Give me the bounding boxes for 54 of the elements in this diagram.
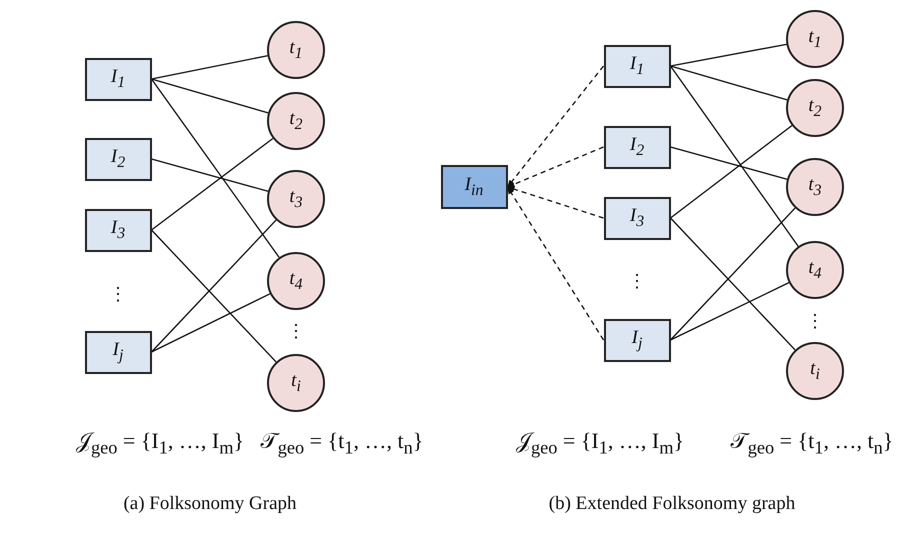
node-label: I$_{2}$ (110, 146, 126, 172)
ellipsis: ⋮ (806, 312, 824, 330)
node-label: t$_{1}$ (289, 37, 303, 63)
set-formula: 𝒥$_{geo}$ = {I$_{1}$, …, I$_{m}$} (76, 430, 244, 457)
node-label: t$_{i}$ (810, 358, 820, 384)
item-box (84, 330, 152, 374)
dashed-arrow (507, 146, 604, 188)
node-label: I$_{in}$ (464, 174, 484, 200)
connector-line (151, 55, 268, 80)
input-item-box (440, 165, 508, 209)
node-label: t$_{1}$ (808, 26, 822, 52)
connector-line (151, 138, 274, 231)
node-label: I$_{3}$ (630, 205, 644, 231)
node-label: I$_{1}$ (110, 66, 126, 92)
connector-line (670, 146, 788, 180)
node-label: t$_{2}$ (808, 95, 822, 121)
set-formula: 𝒯$_{geo}$ = {t$_{1}$, …, t$_{n}$} (260, 430, 424, 457)
item-box (84, 208, 152, 252)
item-box (604, 44, 670, 88)
dashed-arrow (507, 66, 604, 188)
item-box (604, 126, 670, 168)
node-label: t$_{2}$ (289, 108, 303, 134)
node-label: t$_{3}$ (808, 174, 822, 200)
connector-line (151, 158, 268, 192)
ellipsis: ⋮ (109, 285, 127, 303)
item-box (84, 138, 152, 180)
node-label: I$_{j}$ (632, 327, 642, 353)
node-label: I$_{2}$ (630, 134, 644, 160)
connector-line (670, 282, 790, 341)
connector-line (670, 125, 792, 219)
figure-caption: (b) Extended Folksonomy graph (548, 494, 796, 513)
connector-line (150, 78, 280, 258)
connector-line (670, 44, 787, 67)
node-label: t$_{4}$ (808, 257, 822, 283)
node-label: t$_{3}$ (289, 186, 303, 212)
connector-line (151, 293, 270, 353)
item-box (84, 58, 152, 100)
node-label: t$_{4}$ (289, 268, 303, 294)
node-label: I$_{3}$ (110, 217, 126, 243)
ellipsis: ⋮ (628, 272, 646, 290)
connector-line (670, 66, 799, 247)
dashed-arrow (507, 186, 604, 219)
item-box (604, 196, 670, 240)
connector-line (151, 78, 268, 114)
node-label: t$_{i}$ (291, 370, 301, 396)
ellipsis: ⋮ (287, 322, 305, 340)
node-label: I$_{j}$ (112, 339, 124, 365)
set-formula: 𝒯$_{geo}$ = {t$_{1}$, …, t$_{n}$} (730, 430, 894, 457)
figure-caption: (a) Folksonomy Graph (123, 494, 297, 513)
set-formula: 𝒥$_{geo}$ = {I$_{1}$, …, I$_{m}$} (516, 430, 684, 457)
item-box (604, 318, 670, 362)
node-label: I$_{1}$ (630, 53, 644, 79)
connector-line (670, 65, 788, 101)
dashed-arrow (506, 186, 604, 340)
